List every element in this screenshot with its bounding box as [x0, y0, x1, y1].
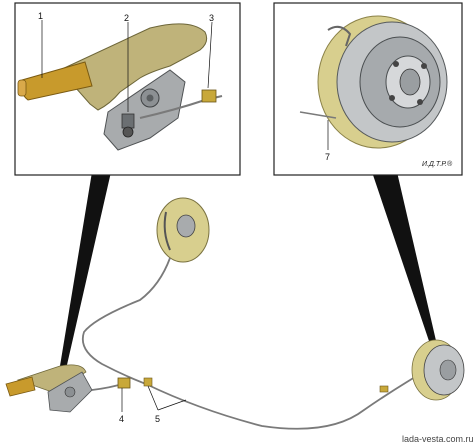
hub-cap	[399, 68, 421, 96]
small-lever-pivot	[64, 386, 76, 398]
callout-7: 7	[325, 152, 330, 162]
leader-5b	[157, 399, 187, 411]
overview-left-brake	[156, 197, 210, 263]
lever-body	[59, 23, 208, 111]
equalizer	[117, 377, 131, 389]
pointer-wedge-right	[372, 172, 437, 347]
callout-1: 1	[38, 11, 43, 21]
left-brake-shoe	[163, 211, 171, 251]
illustrator-credit: И.Д.Т.Р.®	[422, 160, 453, 168]
wheel-stud-3	[389, 95, 395, 101]
cable-left-branch	[81, 257, 171, 385]
grip-button	[17, 79, 27, 97]
wheel-stud-1	[393, 61, 399, 67]
callout-4: 4	[119, 414, 124, 424]
overview-right-drum	[411, 339, 465, 401]
leader-3	[207, 21, 213, 89]
lever-pivot-hub	[146, 94, 154, 102]
leader-5a	[147, 385, 159, 411]
left-brake-hub	[176, 214, 196, 238]
wheel-stud-4	[417, 99, 423, 105]
drum-cable	[299, 111, 337, 119]
inset-drum-panel: 7 И.Д.Т.Р.®	[273, 2, 463, 176]
cable-clip-2	[379, 385, 389, 393]
overview-lever	[5, 364, 93, 413]
cable-right-branch	[145, 373, 421, 430]
callout-2: 2	[124, 13, 129, 23]
cable-clip-1	[143, 377, 153, 387]
brake-pipe	[327, 25, 352, 47]
small-lever-grip	[5, 376, 36, 397]
callout-5: 5	[155, 414, 160, 424]
watermark: lada-vesta.com.ru	[402, 434, 474, 444]
callout-3: 3	[209, 13, 214, 23]
adjusting-nut	[121, 113, 135, 129]
wheel-stud-2	[421, 63, 427, 69]
cable-connector	[201, 89, 217, 103]
equalizer-bolt	[122, 126, 134, 138]
pointer-wedge-left	[58, 172, 111, 378]
inset-lever-panel: 1 2 3	[14, 2, 241, 176]
right-drum-hub	[439, 359, 457, 381]
